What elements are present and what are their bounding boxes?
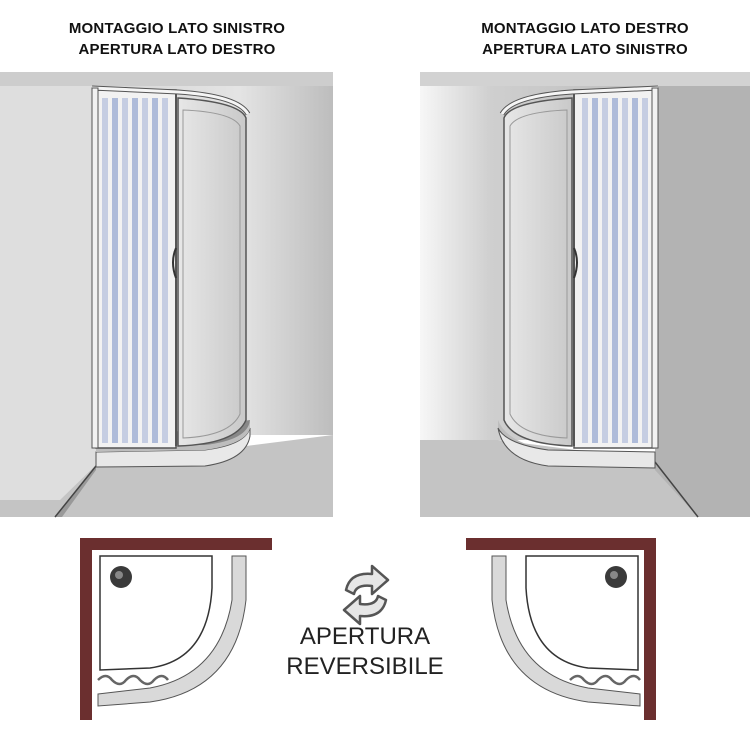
right-caption-line2: APERTURA LATO SINISTRO xyxy=(482,41,688,58)
left-caption-line1: MONTAGGIO LATO SINISTRO xyxy=(68,20,286,37)
swap-arrows-icon xyxy=(342,564,390,626)
right-scene xyxy=(420,72,750,518)
left-folding-door xyxy=(95,89,177,449)
left-caption-line2: APERTURA LATO DESTRO xyxy=(78,41,276,58)
right-plan-diagram xyxy=(466,538,656,720)
left-caption: MONTAGGIO LATO SINISTRO APERTURA LATO DE… xyxy=(12,18,342,60)
right-caption-line1: MONTAGGIO LATO DESTRO xyxy=(481,20,689,37)
left-plan-diagram xyxy=(80,538,272,720)
reversible-opening-label: APERTURA REVERSIBILE xyxy=(270,622,460,682)
right-folding-door xyxy=(573,89,655,449)
reversible-line1: APERTURA xyxy=(299,623,431,650)
right-caption: MONTAGGIO LATO DESTRO APERTURA LATO SINI… xyxy=(420,18,750,60)
left-scene xyxy=(0,72,333,518)
reversible-line2: REVERSIBILE xyxy=(286,653,444,680)
